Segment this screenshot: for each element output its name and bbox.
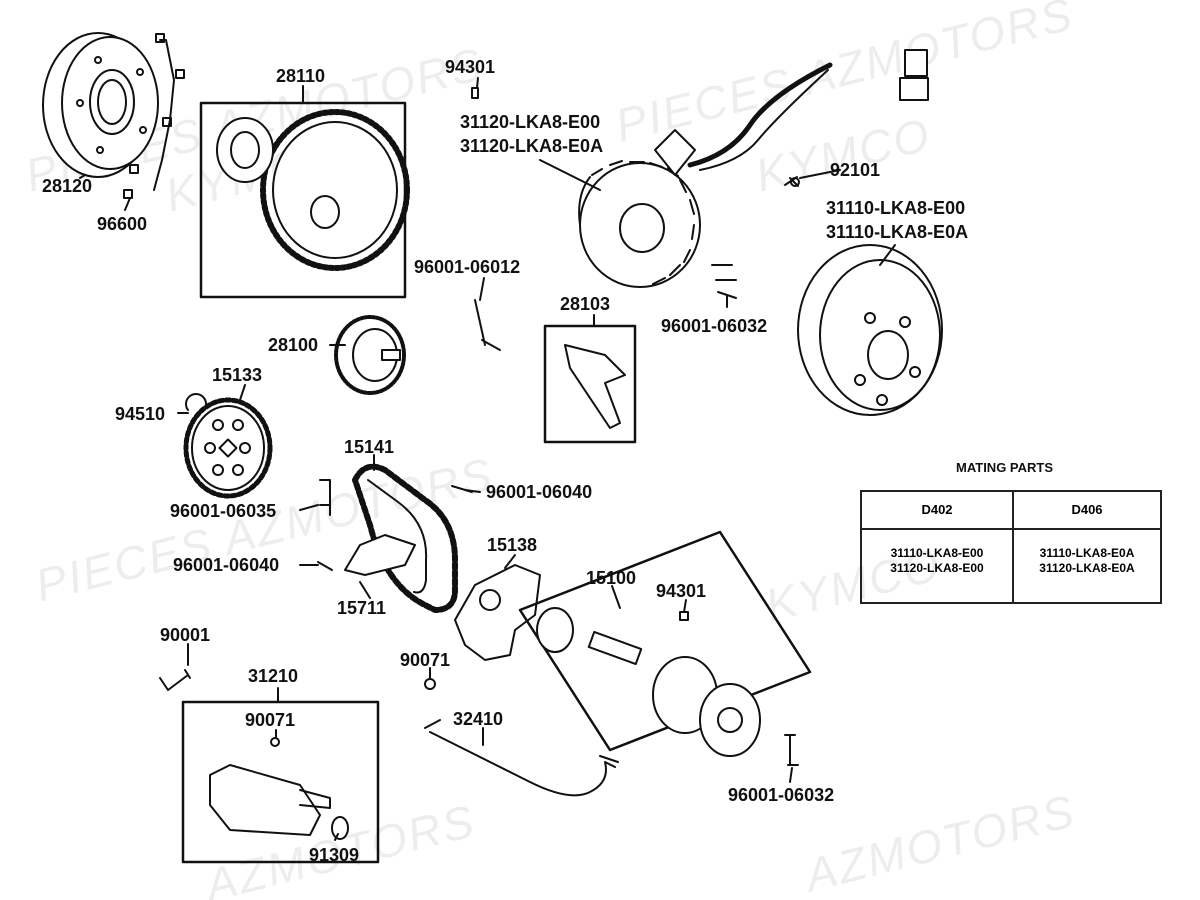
bolt-90001 <box>159 669 191 691</box>
bolt-96001-06032-bottom <box>784 734 799 766</box>
table-cell-value: 31110-LKA8-E00 <box>890 546 984 560</box>
label-31120-lka8-e0a: 31120-LKA8-E0A <box>460 136 604 156</box>
mating-parts-title: MATING PARTS <box>956 460 1054 475</box>
label-31110-lka8-e00: 31110-LKA8-E00 <box>826 198 966 218</box>
starter-driven-gear-28110 <box>216 109 410 271</box>
label-96001-06032-top: 96001-06032 <box>661 316 768 336</box>
pin-94301 <box>471 87 479 99</box>
bolt-96001-06012 <box>474 299 501 351</box>
starter-motor-31210 <box>209 737 349 840</box>
pulser-coil-28103 <box>564 344 626 429</box>
bolt-96001-06040-left <box>317 561 333 571</box>
label-15100: 15100 <box>586 568 637 588</box>
label-28120: 28120 <box>42 176 93 196</box>
label-90071-mid: 90071 <box>400 650 451 670</box>
starter-clutch-assembly-15100 <box>536 607 761 757</box>
label-15141: 15141 <box>344 437 395 457</box>
table-cell-value: 31120-LKA8-E0A <box>1039 561 1135 575</box>
label-94510: 94510 <box>115 404 166 424</box>
label-31110-lka8-e0a: 31110-LKA8-E0A <box>826 222 969 242</box>
label-92101: 92101 <box>830 160 881 180</box>
label-96001-06032-bottom: 96001-06032 <box>728 785 835 805</box>
cover-15138 <box>454 564 541 661</box>
bolt-set-96600 <box>123 33 185 199</box>
sprocket-15133 <box>183 397 273 499</box>
circlip-94510 <box>185 393 207 413</box>
mating-parts-table: D402 D406 31110-LKA8-E00 31120-LKA8-E00 … <box>860 490 1162 604</box>
tensioner-15711 <box>344 534 416 576</box>
table-cell: 31110-LKA8-E00 31120-LKA8-E00 <box>862 546 1012 576</box>
table-cell: 31110-LKA8-E0A 31120-LKA8-E0A <box>1012 546 1162 576</box>
cable-32410 <box>429 731 616 797</box>
label-28110: 28110 <box>276 66 326 86</box>
drive-chain-15141 <box>352 463 458 613</box>
table-header-d406: D406 <box>1071 502 1103 517</box>
nut-90071 <box>424 678 436 690</box>
starter-idle-gear-28100 <box>334 315 406 395</box>
table-divider <box>862 528 1160 530</box>
bolt-96001-06035 <box>319 479 331 516</box>
label-32410: 32410 <box>453 709 504 729</box>
table-cell-value: 31110-LKA8-E0A <box>1039 546 1135 560</box>
label-15133: 15133 <box>212 365 263 385</box>
label-96001-06035: 96001-06035 <box>170 501 277 521</box>
starter-clutch-disc-28120 <box>42 32 159 178</box>
table-cell-value: 31120-LKA8-E00 <box>890 561 984 575</box>
label-31120-lka8-e00: 31120-LKA8-E00 <box>460 112 601 132</box>
stator-coil <box>578 49 929 288</box>
label-90001: 90001 <box>160 625 211 645</box>
label-91309: 91309 <box>309 845 360 865</box>
table-header-d402: D402 <box>921 502 953 517</box>
label-28103: 28103 <box>560 294 611 314</box>
label-28100: 28100 <box>268 335 319 355</box>
bolt-96001-06032 <box>711 264 737 299</box>
label-96001-06012: 96001-06012 <box>414 257 521 277</box>
table-divider <box>1012 492 1014 602</box>
label-15711: 15711 <box>337 598 387 618</box>
label-90071-box: 90071 <box>245 710 296 730</box>
label-96001-06040-left: 96001-06040 <box>173 555 280 575</box>
label-96001-06040-right: 96001-06040 <box>486 482 593 502</box>
label-94301-top: 94301 <box>445 57 496 77</box>
label-31210: 31210 <box>248 666 299 686</box>
label-94301-mid: 94301 <box>656 581 707 601</box>
pin-94301-mid <box>679 611 689 621</box>
label-96600: 96600 <box>97 214 148 234</box>
flywheel-rotor <box>797 244 943 416</box>
label-15138: 15138 <box>487 535 538 555</box>
